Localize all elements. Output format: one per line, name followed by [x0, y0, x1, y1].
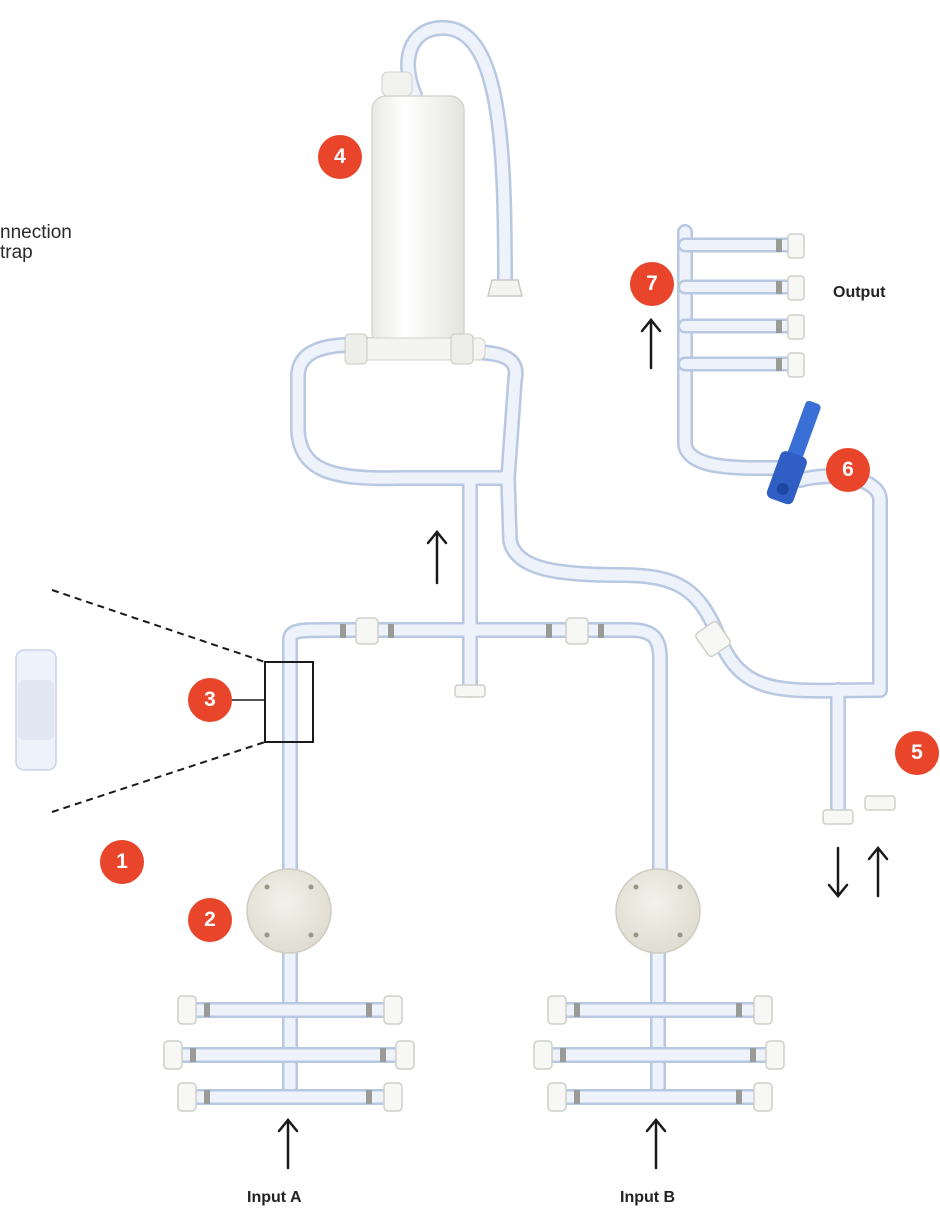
output-label: Output: [833, 284, 886, 301]
output-branches: [677, 233, 805, 378]
pump-head-a: [246, 868, 332, 954]
badge-2: 2: [188, 898, 232, 942]
filter-capsule: [344, 71, 486, 365]
arrow-down-icon: [827, 846, 849, 898]
input-manifold-a: [163, 995, 415, 1112]
partial-label-line-1: nnection: [0, 222, 72, 243]
badge-7: 7: [630, 262, 674, 306]
detail-callout: [51, 589, 314, 813]
manifold-connectors: [355, 617, 896, 825]
arrow-up-icon: [426, 530, 448, 585]
badge-5: 5: [895, 731, 939, 775]
arrow-up-icon: [277, 1118, 299, 1170]
input-manifold-b: [533, 995, 785, 1112]
badge-4: 4: [318, 135, 362, 179]
arrow-up-icon: [645, 1118, 667, 1170]
input-b-label: Input B: [620, 1189, 676, 1206]
stopcock-valve: [766, 400, 821, 505]
pump-head-b: [615, 868, 701, 954]
badge-6: 6: [826, 448, 870, 492]
input-a-label: Input A: [247, 1189, 302, 1206]
arrow-up-icon: [867, 846, 889, 898]
badge-1: 1: [100, 840, 144, 884]
badge-3: 3: [188, 678, 232, 722]
zoomed-tube-detail: [15, 649, 57, 771]
partial-label-line-2: trap: [0, 242, 33, 263]
arrow-up-icon: [640, 318, 662, 370]
filter-vent-cap: [487, 279, 523, 297]
